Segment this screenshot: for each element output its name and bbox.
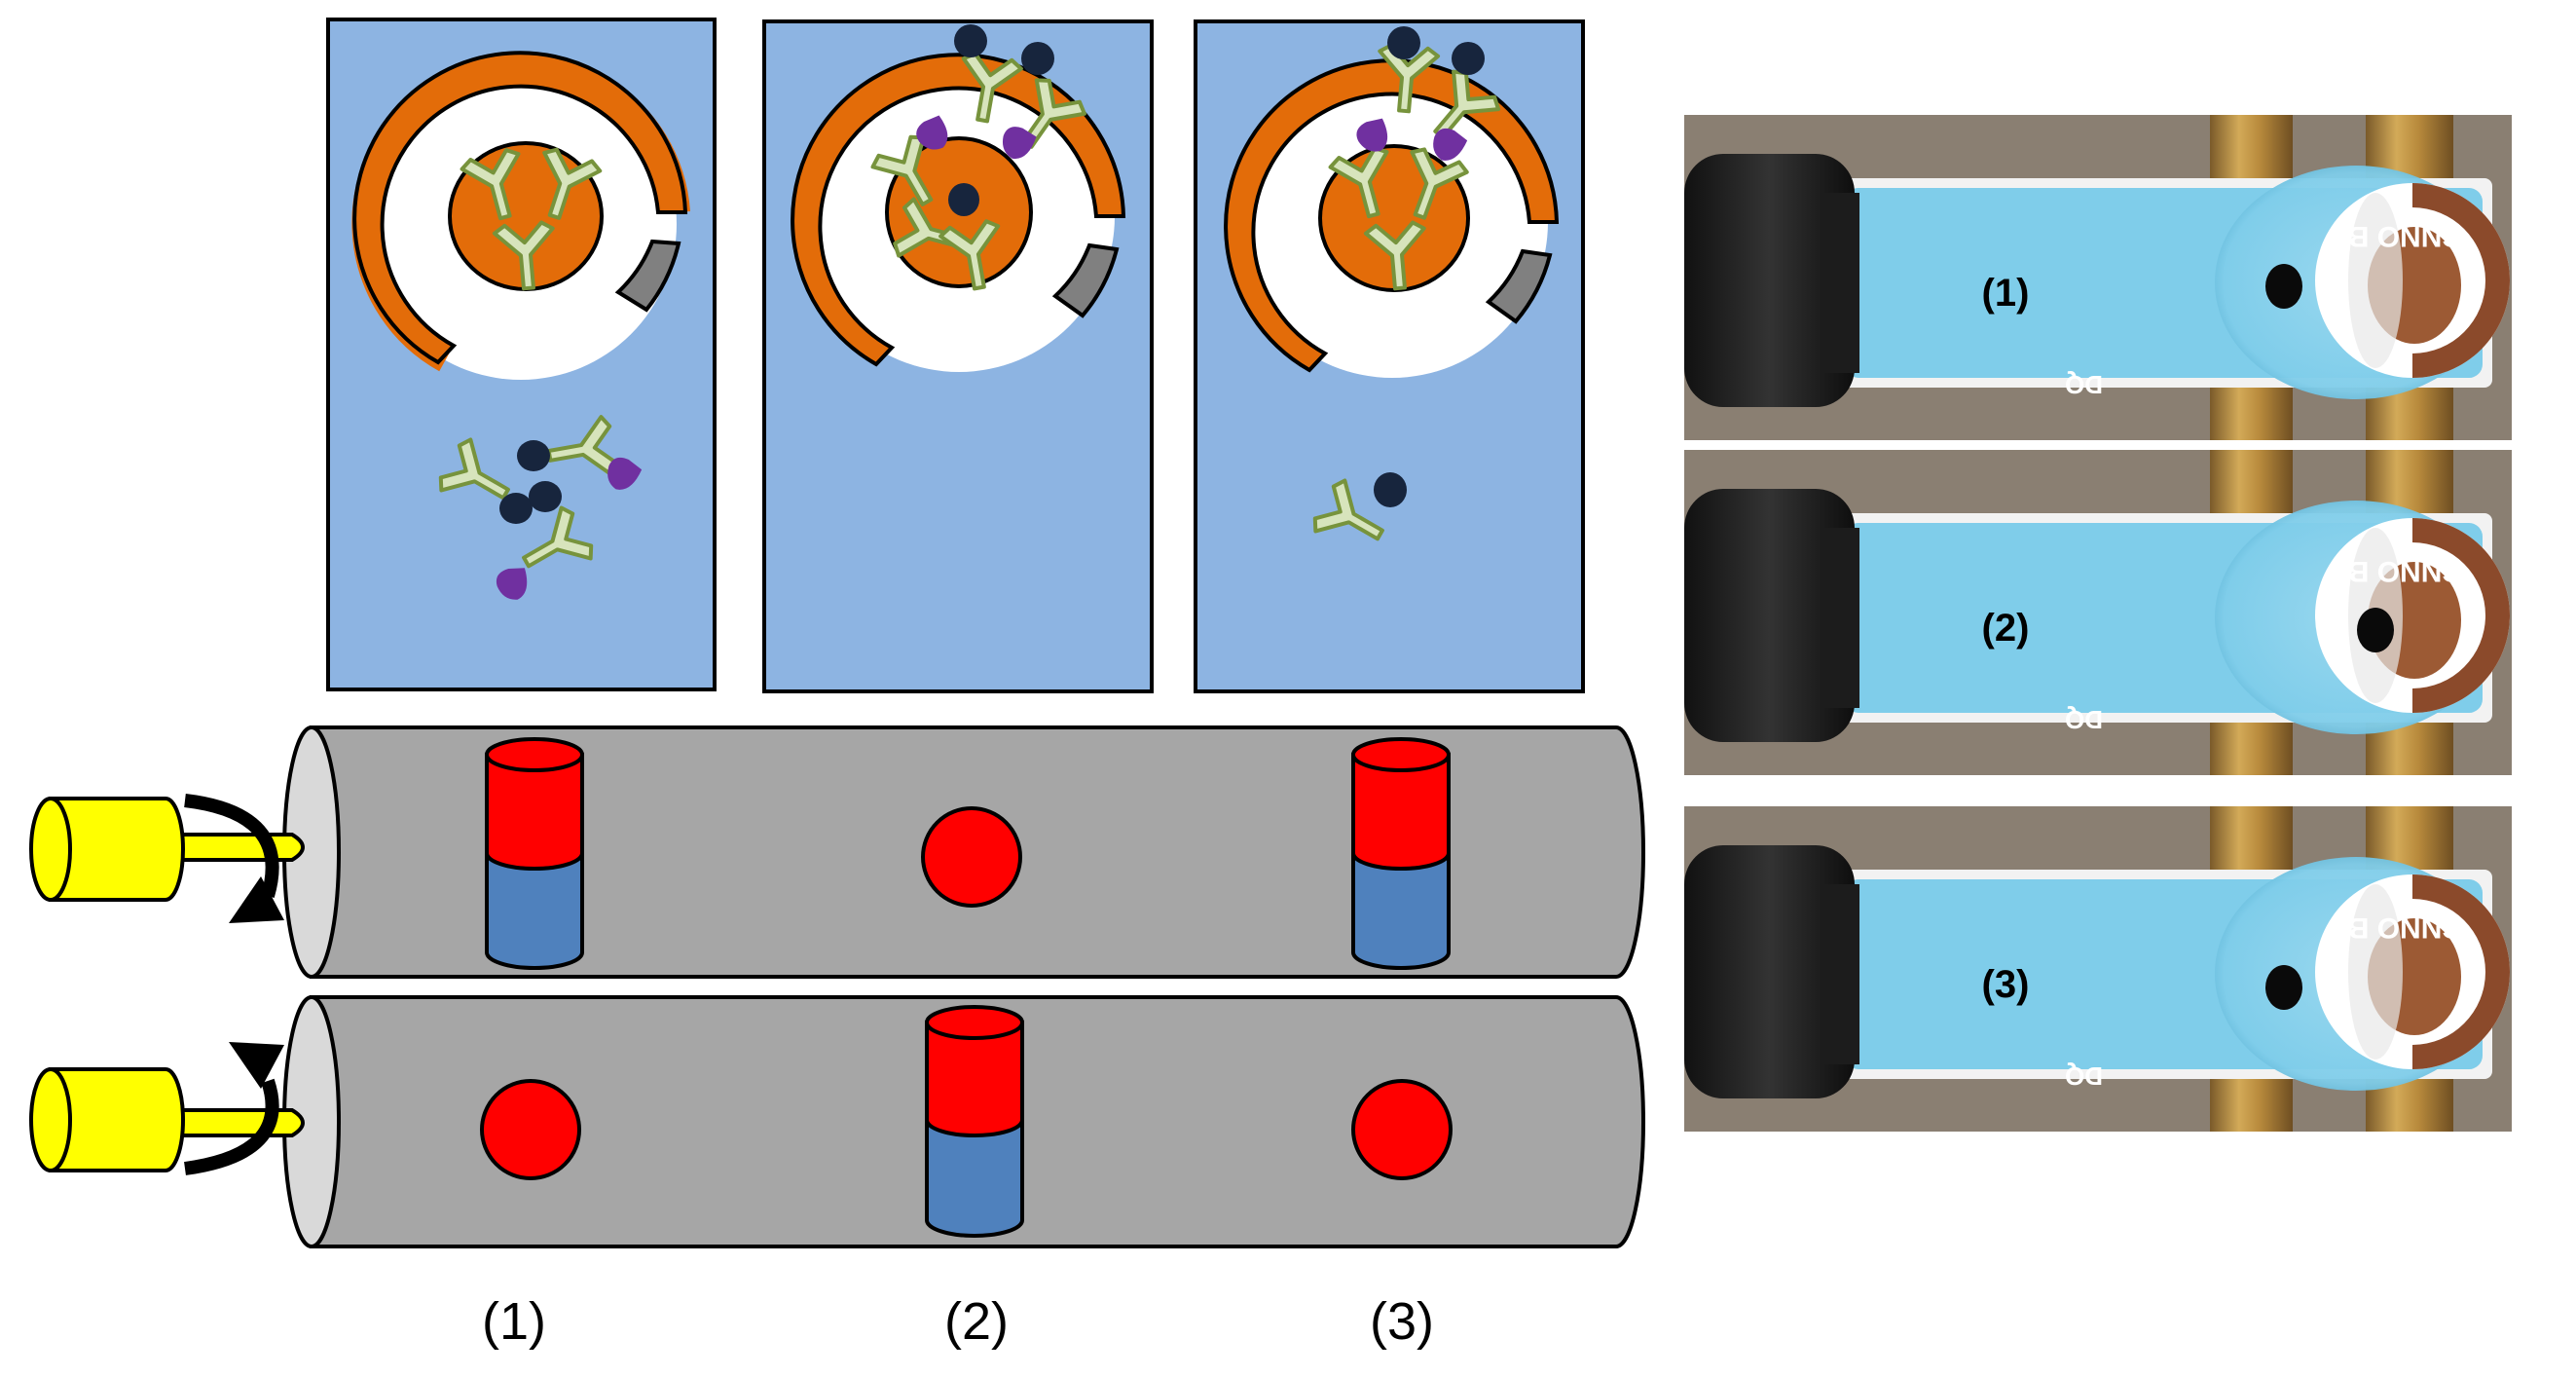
photo-1-chip-print: CNNO BT xyxy=(2330,220,2463,252)
sensor-panel-3 xyxy=(1194,19,1585,693)
sensor-photo-3: CNNO BT DQ (3) xyxy=(1684,806,2512,1132)
photo-3-chip-print: CNNO BT xyxy=(2330,911,2463,944)
panel-1-counter-electrode-outline xyxy=(352,51,688,365)
photo-3-chip-print-small: DQ xyxy=(2065,1061,2103,1091)
panel-3-free-complex xyxy=(1307,472,1407,562)
panel-2-captured-complexes xyxy=(867,24,1090,295)
panel-3-counter-electrode xyxy=(1224,58,1560,373)
panel-3-captured-complexes xyxy=(1326,26,1505,293)
cylinder-2-magnet-3-end-on xyxy=(1351,1079,1453,1180)
sensor-photo-1: CNNO BT DQ (1) xyxy=(1684,115,2512,440)
photo-label-3: (3) xyxy=(1982,963,2030,1006)
sensor-panel-1 xyxy=(326,18,717,691)
sensor-photo-2: CNNO BT DQ (2) xyxy=(1684,450,2512,775)
step-label-1: (1) xyxy=(482,1292,546,1351)
photo-1-bead-cluster xyxy=(2265,264,2302,309)
cylinder-2-magnet-1-end-on xyxy=(480,1079,581,1180)
panel-3-reference-electrode xyxy=(1485,248,1553,324)
step-label-2: (2) xyxy=(944,1292,1009,1351)
motor-2-body xyxy=(49,1067,185,1172)
motor-2-shaft xyxy=(173,1108,305,1137)
rotating-magnet-cylinder-1 xyxy=(282,725,1645,979)
cylinder-1-magnet-2-end-on xyxy=(921,806,1022,908)
photo-label-1: (1) xyxy=(1982,272,2030,315)
photo-2-chip-print: CNNO BT xyxy=(2330,555,2463,587)
photo-2-chip-print-small: DQ xyxy=(2065,705,2103,734)
cylinder-1-magnet-3-vertical xyxy=(1351,737,1451,970)
motor-2 xyxy=(29,1042,305,1175)
sensor-panel-2 xyxy=(762,19,1154,693)
panel-2-counter-electrode xyxy=(791,53,1126,367)
photo-label-2: (2) xyxy=(1982,607,2030,650)
cylinder-2-magnet-2-vertical xyxy=(925,1005,1024,1238)
panel-1-reference-electrode xyxy=(614,239,681,313)
motor-1-body xyxy=(49,797,185,902)
panel-2-reference-electrode xyxy=(1051,242,1120,318)
motor-1-shaft xyxy=(173,833,305,862)
motor-1 xyxy=(29,794,305,923)
cylinder-1-magnet-1-vertical xyxy=(485,737,584,970)
photo-2-bead-cluster xyxy=(2357,608,2394,652)
photo-column: CNNO BT DQ (1) CNNO BT DQ (2) CNNO BT DQ (3) xyxy=(1684,115,2512,1132)
step-label-3: (3) xyxy=(1370,1292,1434,1351)
rotating-magnet-cylinder-2 xyxy=(282,995,1645,1248)
panel-1-free-complexes xyxy=(433,413,644,605)
rotation-arrow-1-icon xyxy=(184,794,279,898)
photo-3-bead-cluster xyxy=(2265,965,2302,1010)
photo-1-chip-print-small: DQ xyxy=(2065,370,2103,399)
rotation-arrow-2-icon xyxy=(184,1078,279,1175)
